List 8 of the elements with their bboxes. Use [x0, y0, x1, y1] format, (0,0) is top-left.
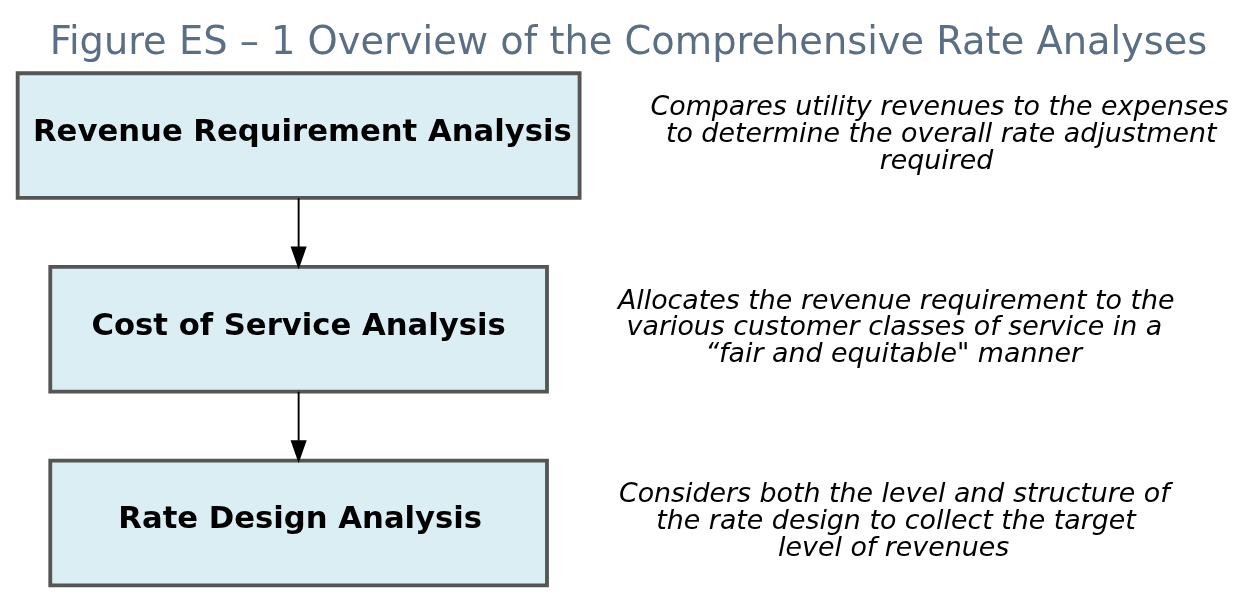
arrow — [290, 197, 307, 270]
node-box: Cost of Service Analysis — [47, 265, 549, 394]
node-box: Rate Design Analysis — [47, 458, 549, 588]
node-label: Compares utility revenues to the expenses to determine the overall rate adjustment required — [650, 89, 1228, 175]
arrow — [290, 390, 307, 464]
node-box: Revenue Requirement Analysis — [15, 71, 581, 200]
diagram-title: Figure ES – 1 Overview of the Comprehensive Rate Analyses — [49, 18, 1207, 64]
node-label: Allocates the revenue requirement to the various customer classes of service in a “fair and equitable" manner — [617, 283, 1175, 369]
